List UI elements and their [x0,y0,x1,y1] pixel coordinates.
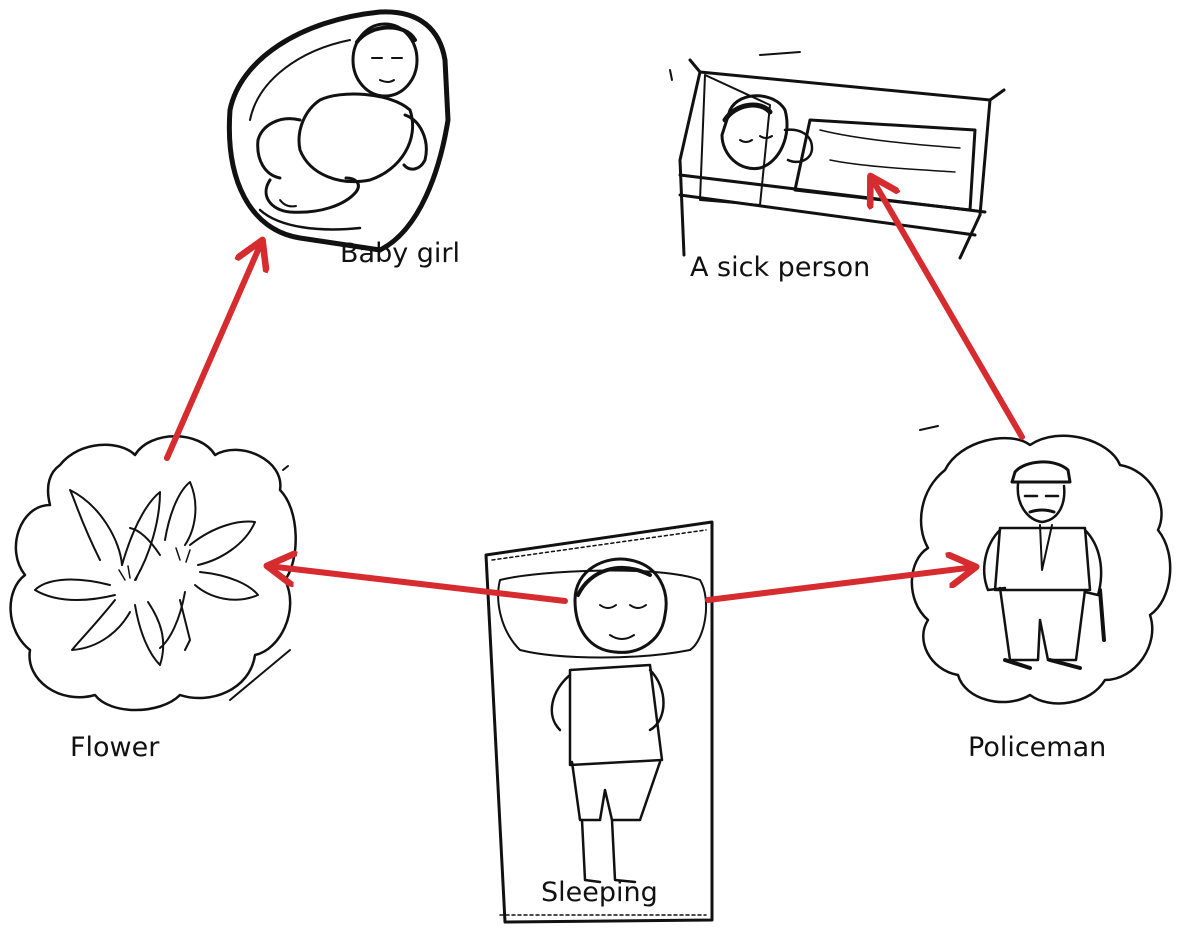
policeman-drawing [910,425,1172,705]
label-baby-girl: Baby girl [340,238,461,269]
arrow-policeman-to-sick [871,177,1025,440]
arrow-flower-to-baby [164,241,262,461]
sick-person-drawing [669,51,1006,260]
flower-drawing [9,435,297,712]
label-flower: Flower [70,732,160,763]
arrow-sleeping-to-policeman [705,567,975,603]
label-policeman: Policeman [968,732,1107,763]
arrow-sleeping-to-flower [268,566,568,604]
label-sleeping: Sleeping [541,877,658,908]
baby-drawing [226,9,451,253]
arrows [164,177,1025,604]
sleeping-boy-drawing [484,520,714,924]
label-sick-person: A sick person [690,252,871,283]
